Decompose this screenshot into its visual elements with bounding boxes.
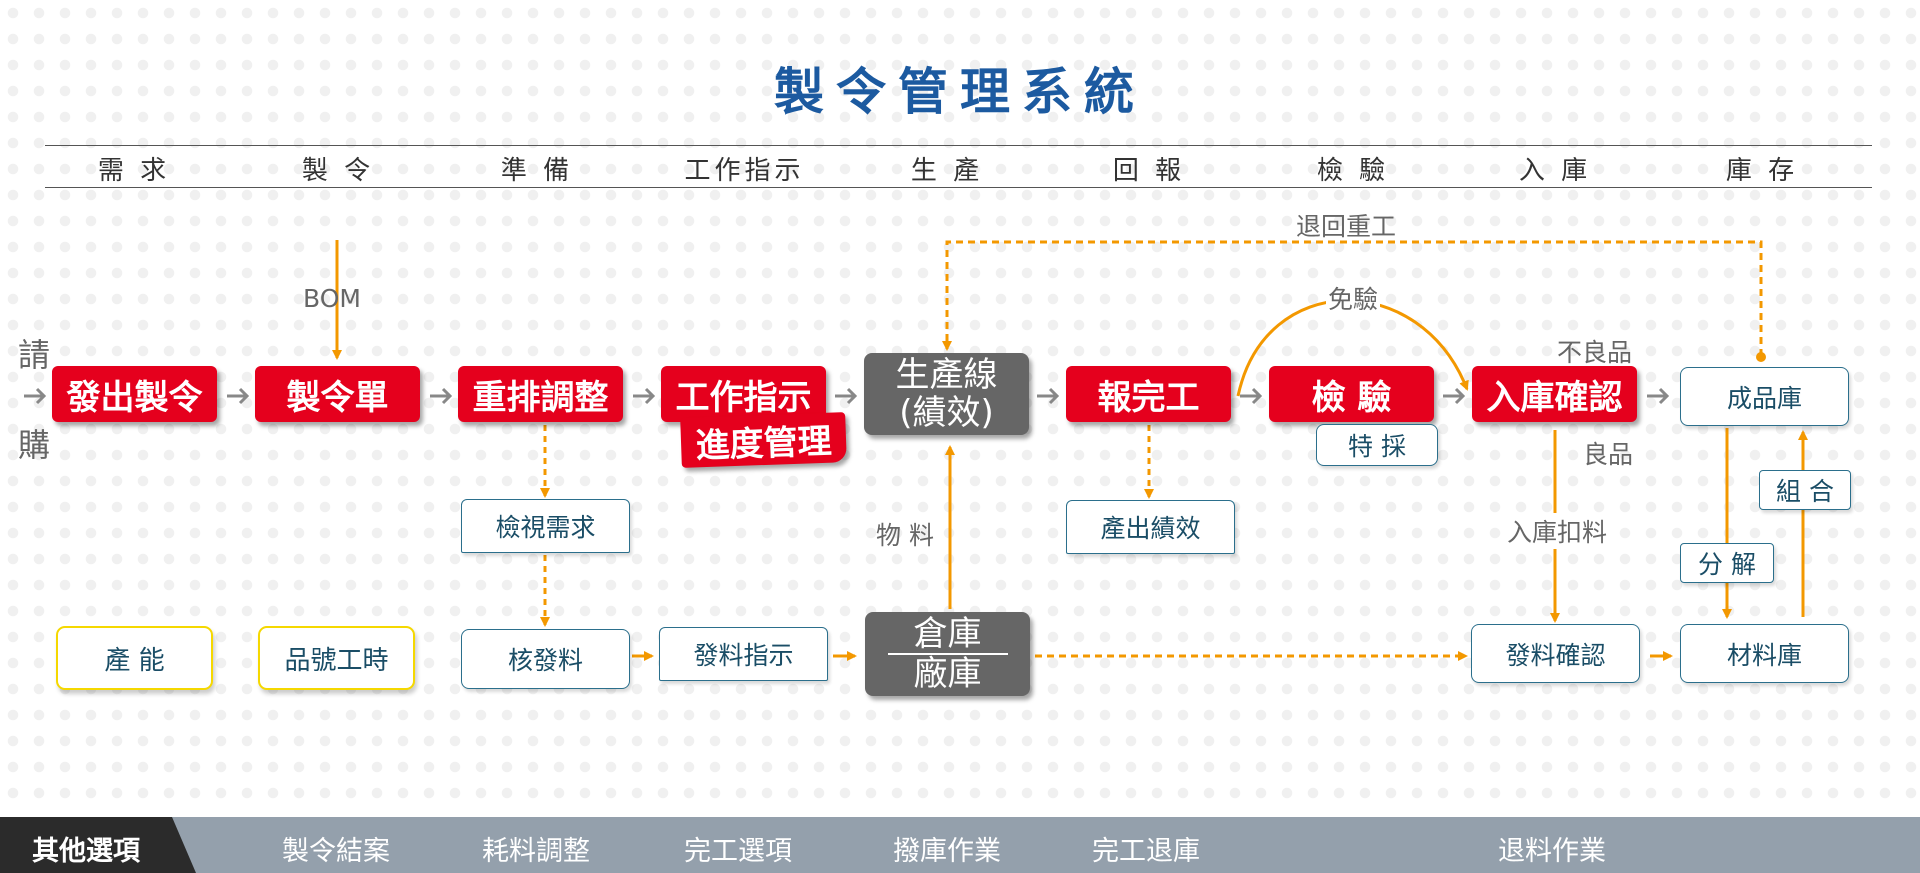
tab-completion-return[interactable]: 完工退庫 (1092, 836, 1200, 867)
purchase-label-top: 請 (18, 336, 51, 374)
header-bottom-line (45, 187, 1872, 188)
production-line-sublabel: (績效) (899, 393, 994, 433)
label-bom: BOM (303, 284, 361, 313)
label-good: 良品 (1583, 440, 1634, 469)
node-disassemble[interactable]: 分 解 (1680, 543, 1774, 583)
tab-order-close[interactable]: 製令結案 (282, 836, 390, 867)
stage-inventory: 庫 存 (1725, 156, 1799, 186)
bottom-bar-active-tab[interactable] (0, 817, 200, 873)
stage-inspection: 檢 驗 (1316, 156, 1390, 186)
node-special-acceptance[interactable]: 特 採 (1316, 424, 1438, 466)
stage-prepare: 準 備 (500, 156, 574, 186)
stage-stock-in: 入 庫 (1518, 156, 1592, 186)
node-report-done[interactable]: 報完工 (1066, 366, 1231, 422)
node-output-performance[interactable]: 產出績效 (1066, 500, 1235, 554)
node-reschedule[interactable]: 重排調整 (458, 366, 623, 422)
header-top-line (45, 145, 1872, 146)
tab-stock-transfer[interactable]: 撥庫作業 (893, 836, 1001, 867)
node-warehouse[interactable]: 倉庫 廠庫 (865, 612, 1030, 696)
node-approve-issue[interactable]: 核發料 (461, 629, 630, 689)
purchase-label-bottom: 購 (18, 426, 51, 464)
node-capacity[interactable]: 產 能 (56, 626, 213, 690)
stage-production: 生 產 (910, 156, 984, 186)
node-production-line[interactable]: 生產線 (績效) (864, 353, 1029, 435)
node-issue-instruction[interactable]: 發料指示 (659, 627, 828, 681)
label-backflush: 入庫扣料 (1505, 513, 1610, 549)
tab-material-return[interactable]: 退料作業 (1498, 836, 1606, 867)
tab-consumption-adjust[interactable]: 耗料調整 (482, 836, 590, 867)
label-defective: 不良品 (1557, 338, 1633, 367)
node-stock-in-confirm[interactable]: 入庫確認 (1472, 366, 1637, 422)
warehouse-sublabel: 廠庫 (913, 653, 982, 694)
node-work-instruction[interactable]: 工作指示 (661, 366, 826, 422)
node-inspection[interactable]: 檢 驗 (1269, 366, 1434, 422)
node-order-sheet[interactable]: 製令單 (255, 366, 420, 422)
stage-demand: 需 求 (97, 156, 171, 186)
page-title: 製令管理系統 (774, 63, 1146, 121)
node-issue-confirm[interactable]: 發料確認 (1471, 624, 1640, 683)
tab-completion-options[interactable]: 完工選項 (684, 836, 792, 867)
stage-report: 回 報 (1112, 156, 1186, 186)
node-part-work-hours[interactable]: 品號工時 (258, 626, 415, 690)
bottom-options-bar (0, 817, 1920, 873)
tab-other-options[interactable]: 其他選項 (32, 836, 140, 867)
node-review-demand[interactable]: 檢視需求 (461, 499, 630, 553)
warehouse-divider (887, 653, 1008, 655)
stage-work-instruction: 工作指示 (684, 156, 805, 186)
label-material: 物 料 (876, 521, 934, 550)
warehouse-label: 倉庫 (913, 614, 982, 655)
node-finished-goods-store[interactable]: 成品庫 (1680, 367, 1849, 426)
production-line-label: 生產線 (895, 355, 998, 395)
node-material-store[interactable]: 材料庫 (1680, 624, 1849, 683)
label-rework: 退回重工 (1296, 212, 1397, 241)
label-exempt-inspection: 免驗 (1326, 280, 1381, 316)
node-assemble[interactable]: 組 合 (1759, 470, 1851, 510)
node-progress-management[interactable]: 進度管理 (680, 412, 847, 468)
node-issue-order[interactable]: 發出製令 (52, 366, 217, 422)
stage-order: 製 令 (301, 156, 375, 186)
